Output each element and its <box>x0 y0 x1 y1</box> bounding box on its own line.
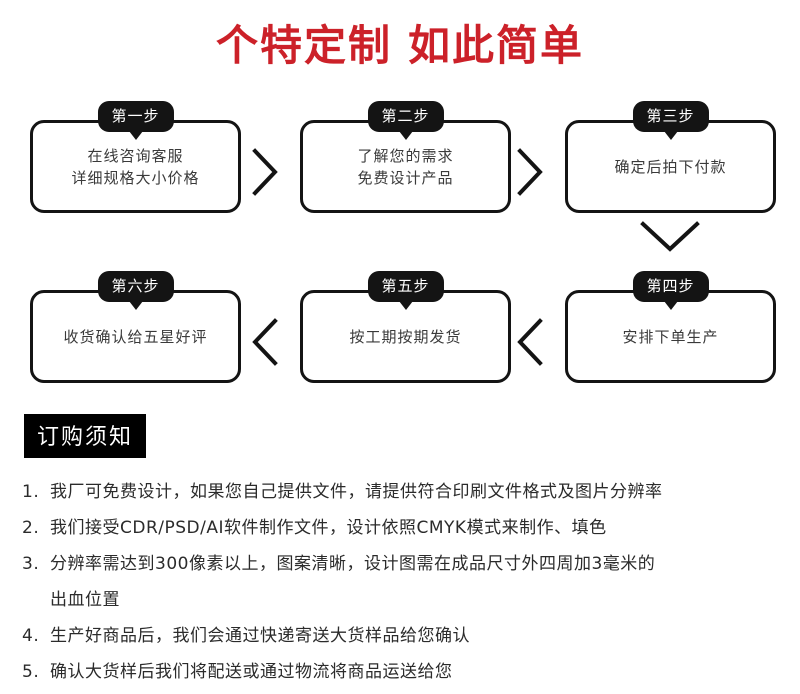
page-title-part1: 个特定制 <box>215 21 392 70</box>
order-notice-list: 1. 我厂可免费设计，如果您自己提供文件，请提供符合印刷文件格式及图片分辨率 2… <box>0 474 800 690</box>
flow-row-top: 第一步 在线咨询客服 详细规格大小价格 第二步 了解您的需求 免费设计产品 <box>0 101 800 240</box>
flow-step-5-badge: 第五步 <box>367 271 444 302</box>
chevron-right-icon <box>248 146 282 198</box>
flow-step-4-line1: 安排下单生产 <box>622 327 719 346</box>
flow-step-6-line1: 收货确认给五星好评 <box>63 327 208 346</box>
list-item-number: 2. <box>22 518 40 538</box>
list-item: 4. 生产好商品后，我们会通过快递寄送大货样品给您确认 <box>0 618 800 654</box>
order-notice-header: 订购须知 <box>24 414 147 458</box>
flow-step-6[interactable]: 第六步 收货确认给五星好评 <box>30 271 241 383</box>
chevron-left-icon <box>513 316 547 368</box>
flow-step-1-line2: 详细规格大小价格 <box>71 168 200 187</box>
flow-step-2-line1: 了解您的需求 <box>357 146 454 165</box>
flow-step-1-text: 在线咨询客服 详细规格大小价格 <box>33 123 238 210</box>
list-item-text: 确认大货样后我们将配送或通过物流将商品运送给您 <box>50 662 453 682</box>
list-item: 5. 确认大货样后我们将配送或通过物流将商品运送给您 <box>0 654 800 690</box>
page-title: 个特定制如此简单 <box>0 12 800 73</box>
order-notice-section: 订购须知 1. 我厂可免费设计，如果您自己提供文件，请提供符合印刷文件格式及图片… <box>0 414 800 690</box>
flow-step-2-text: 了解您的需求 免费设计产品 <box>303 123 508 210</box>
flow-step-3[interactable]: 第三步 确定后拍下付款 <box>565 101 776 213</box>
flow-step-6-text: 收货确认给五星好评 <box>33 293 238 380</box>
list-item-text: 我们接受CDR/PSD/AI软件制作文件，设计依照CMYK模式来制作、填色 <box>50 518 607 538</box>
process-flow-diagram: 第一步 在线咨询客服 详细规格大小价格 第二步 了解您的需求 免费设计产品 <box>0 90 800 395</box>
list-item-text: 生产好商品后，我们会通过快递寄送大货样品给您确认 <box>50 626 470 646</box>
chevron-left-icon <box>248 316 282 368</box>
flow-step-5-text: 按工期按期发货 <box>303 293 508 380</box>
flow-row-bottom: 第六步 收货确认给五星好评 第五步 按工期按期发货 第四步 安排下单生产 <box>0 271 800 410</box>
list-item-text: 我厂可免费设计，如果您自己提供文件，请提供符合印刷文件格式及图片分辨率 <box>50 482 663 502</box>
list-item-number: 4. <box>22 626 40 646</box>
flow-step-1[interactable]: 第一步 在线咨询客服 详细规格大小价格 <box>30 101 241 213</box>
list-item: 3. 分辨率需达到300像素以上，图案清晰，设计图需在成品尺寸外四周加3毫米的 … <box>0 546 800 618</box>
flow-step-2-line2: 免费设计产品 <box>357 168 454 187</box>
list-item-text-continued: 出血位置 <box>50 590 120 610</box>
flow-step-2-badge: 第二步 <box>367 101 444 132</box>
flow-step-4[interactable]: 第四步 安排下单生产 <box>565 271 776 383</box>
flow-step-3-line1: 确定后拍下付款 <box>614 157 727 176</box>
flow-step-1-badge: 第一步 <box>97 101 174 132</box>
chevron-down-icon <box>637 218 703 256</box>
page-title-part2: 如此简单 <box>408 21 585 70</box>
list-item: 2. 我们接受CDR/PSD/AI软件制作文件，设计依照CMYK模式来制作、填色 <box>0 510 800 546</box>
flow-step-4-badge: 第四步 <box>632 271 709 302</box>
list-item-text: 分辨率需达到300像素以上，图案清晰，设计图需在成品尺寸外四周加3毫米的 <box>50 554 656 574</box>
flow-step-4-text: 安排下单生产 <box>568 293 773 380</box>
flow-step-6-badge: 第六步 <box>97 271 174 302</box>
flow-step-2[interactable]: 第二步 了解您的需求 免费设计产品 <box>300 101 511 213</box>
flow-step-5[interactable]: 第五步 按工期按期发货 <box>300 271 511 383</box>
list-item-number: 3. <box>22 554 40 574</box>
flow-step-1-line1: 在线咨询客服 <box>87 146 184 165</box>
flow-step-5-line1: 按工期按期发货 <box>349 327 462 346</box>
flow-step-3-text: 确定后拍下付款 <box>568 123 773 210</box>
flow-step-3-badge: 第三步 <box>632 101 709 132</box>
list-item: 1. 我厂可免费设计，如果您自己提供文件，请提供符合印刷文件格式及图片分辨率 <box>0 474 800 510</box>
list-item-number: 5. <box>22 662 40 682</box>
list-item-number: 1. <box>22 482 40 502</box>
chevron-right-icon <box>513 146 547 198</box>
